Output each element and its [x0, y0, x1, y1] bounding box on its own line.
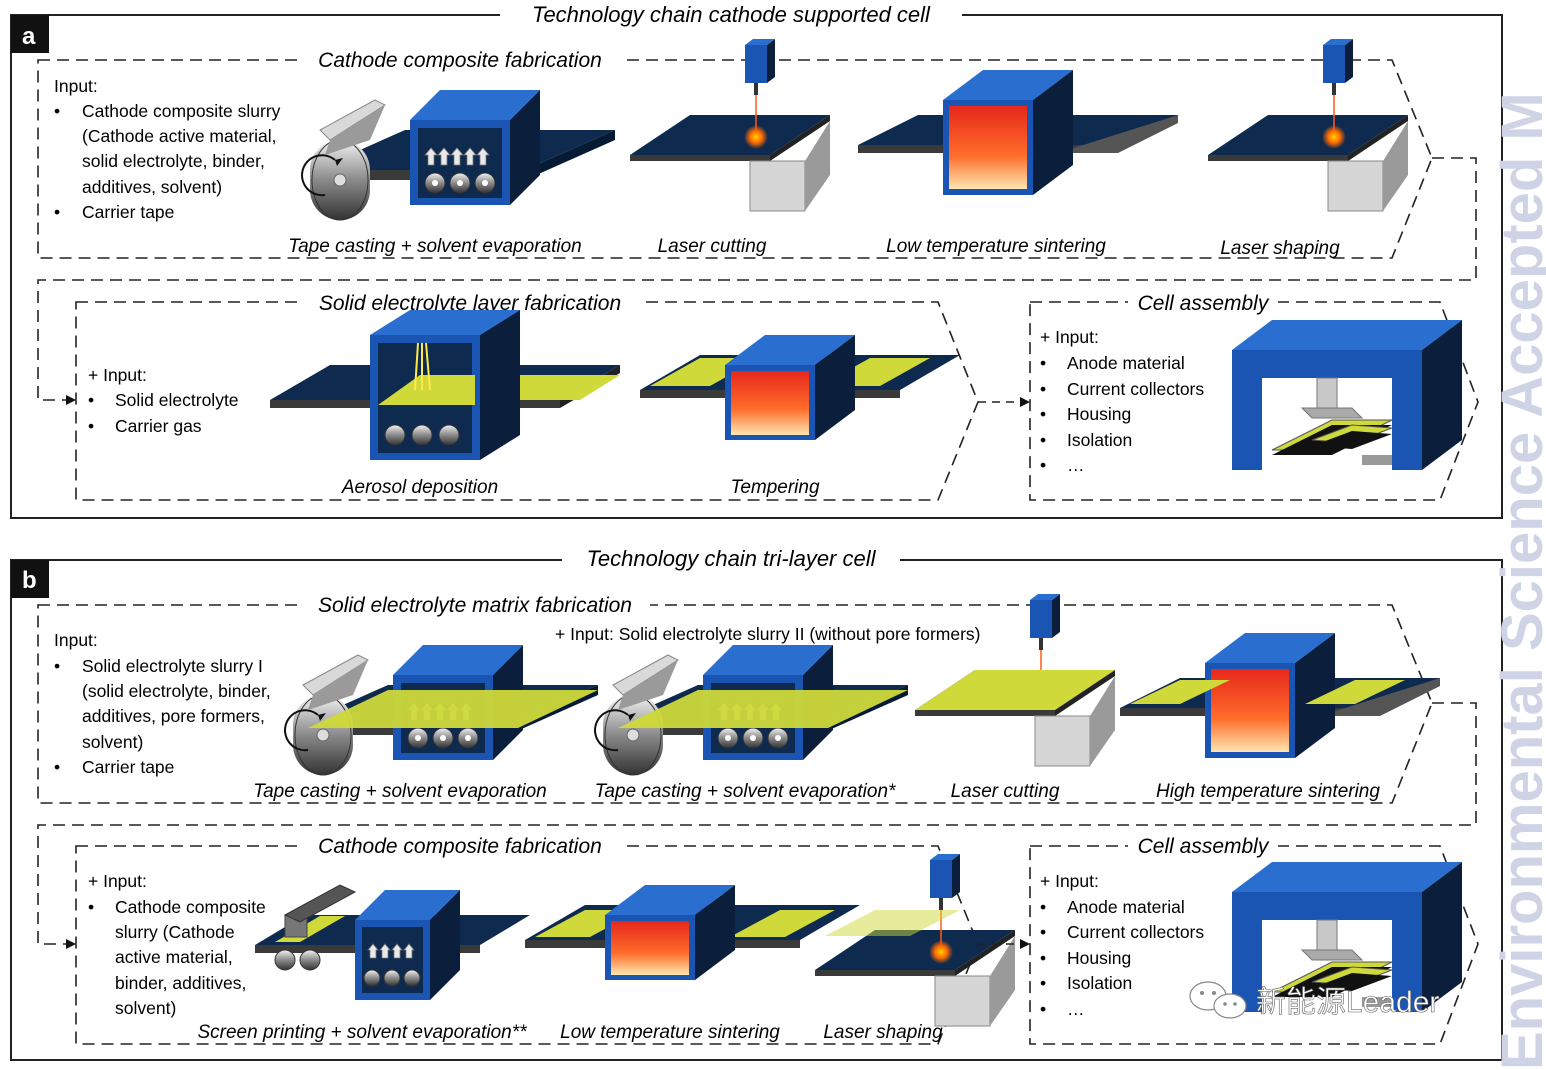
panel-a-assembly-input-header: + Input:	[1040, 327, 1099, 347]
panel-a-assembly-input: Current collectors	[1067, 379, 1204, 399]
panel-b-row1-step: Tape casting + solvent evaporation	[253, 781, 546, 802]
svg-text:•: •	[1040, 404, 1046, 424]
panel-b-row2-input: solvent)	[115, 998, 176, 1018]
panel-b-row2-step: Low temperature sintering	[560, 1022, 780, 1043]
svg-text:•: •	[1040, 379, 1046, 399]
panel-a-row1-input: solid electrolyte, binder,	[82, 151, 265, 171]
panel-a-row1-frame	[37, 59, 1433, 259]
panel-b-row2-input-header: + Input:	[88, 871, 147, 891]
panel-a: a Technology chain cathode supported cel…	[10, 2, 1503, 519]
panel-a-assembly-input: …	[1067, 455, 1085, 475]
svg-text:•: •	[1040, 353, 1046, 373]
panel-b-row1-input: Solid electrolyte slurry I	[82, 656, 263, 676]
svg-text:•: •	[1040, 973, 1046, 993]
panel-a-assembly-input: Anode material	[1067, 353, 1185, 373]
tape-casting-machine	[301, 89, 616, 221]
panel-a-row2-input: Carrier gas	[115, 416, 202, 436]
tape-casting-machine-1	[284, 644, 599, 776]
panel-b-row1-input: additives, pore formers,	[82, 706, 265, 726]
panel-b-row2-input: active material,	[115, 947, 233, 967]
panel-a-row1-step: Laser cutting	[658, 236, 767, 257]
wechat-icon	[1189, 981, 1247, 1019]
laser-shaper-b	[814, 853, 1016, 1027]
panel-b-row2-input: binder, additives,	[115, 973, 246, 993]
panel-a-row1-input: Cathode composite slurry	[82, 101, 281, 121]
cell-press	[1231, 319, 1463, 471]
panel-a-row2-step: Aerosol deposition	[341, 477, 498, 498]
svg-text:•: •	[1040, 455, 1046, 475]
tape-casting-machine-2	[594, 644, 909, 776]
panel-a-row2-step: Tempering	[730, 477, 820, 498]
panel-a-row1-step: Tape casting + solvent evaporation	[288, 236, 581, 257]
panel-b-row1-input-header: Input:	[54, 630, 98, 650]
wechat-label: 新能源Leader	[1256, 986, 1439, 1019]
high-temp-furnace	[1120, 633, 1440, 758]
panel-b-title: Technology chain tri-layer cell	[587, 546, 877, 571]
panel-b-assembly-input: Housing	[1067, 948, 1131, 968]
panel-a-row1-input: (Cathode active material,	[82, 126, 277, 146]
svg-text:•: •	[88, 416, 94, 436]
panel-a-row1-input: additives, solvent)	[82, 177, 222, 197]
panel-b-assembly-section: Cell assembly	[1138, 835, 1270, 858]
panel-b-row1-input: Carrier tape	[82, 757, 174, 777]
svg-text:•: •	[1040, 897, 1046, 917]
panel-b-letter: b	[22, 567, 37, 594]
panel-a-row2-section: Solid electrolyte layer fabrication	[319, 292, 621, 315]
wechat-overlay: 新能源Leader	[1189, 981, 1440, 1019]
panel-b-row1-input: solvent)	[82, 732, 143, 752]
svg-text:•: •	[1040, 999, 1046, 1019]
svg-text:•: •	[1040, 922, 1046, 942]
panel-b-row1-section: Solid electrolyte matrix fabrication	[318, 594, 632, 617]
panel-b-row2-step: Laser shaping	[823, 1022, 943, 1043]
panel-a-assembly-frame	[1029, 301, 1479, 501]
svg-text:•: •	[1040, 948, 1046, 968]
panel-a-assembly-input: Housing	[1067, 404, 1131, 424]
svg-text:•: •	[88, 390, 94, 410]
svg-text:•: •	[1040, 430, 1046, 450]
svg-text:•: •	[54, 656, 60, 676]
panel-b-row2-input: slurry (Cathode	[115, 922, 235, 942]
panel-b-assembly-input-header: + Input:	[1040, 871, 1099, 891]
aerosol-deposition-unit	[269, 309, 621, 461]
panel-a-row2-input: Solid electrolyte	[115, 390, 239, 410]
laser-cutter-b	[914, 593, 1116, 767]
panel-b-row1-input: (solid electrolyte, binder,	[82, 681, 271, 701]
panel-a-row1-section: Cathode composite fabrication	[318, 49, 602, 72]
sintering-furnace	[858, 70, 1178, 195]
screen-printer	[255, 884, 530, 1000]
panel-a-row1-step: Laser shaping	[1220, 238, 1340, 259]
panel-a-assembly-section: Cell assembly	[1138, 292, 1270, 315]
panel-a-row1-step: Low temperature sintering	[886, 236, 1106, 257]
panel-a-assembly-input: Isolation	[1067, 430, 1132, 450]
panel-b-assembly-input: Current collectors	[1067, 922, 1204, 942]
panel-b-row1-step: High temperature sintering	[1156, 781, 1380, 802]
panel-a-row1-input-header: Input:	[54, 76, 98, 96]
tempering-furnace	[640, 335, 960, 440]
panel-b-assembly-input: Isolation	[1067, 973, 1132, 993]
panel-b-assembly-input: …	[1067, 999, 1085, 1019]
svg-text:•: •	[54, 101, 60, 121]
svg-text:•: •	[54, 202, 60, 222]
panel-b-assembly-input: Anode material	[1067, 897, 1185, 917]
svg-text:•: •	[54, 757, 60, 777]
panel-b-row2-input: Cathode composite	[115, 897, 266, 917]
panel-b-row1-step: Laser cutting	[951, 781, 1060, 802]
panel-b-row1-extra-input: + Input: Solid electrolyte slurry II (wi…	[555, 624, 981, 644]
panel-b-assembly-frame	[1029, 845, 1479, 1045]
panel-a-row1-input: Carrier tape	[82, 202, 174, 222]
laser-shaper	[1207, 38, 1409, 212]
panel-a-title: Technology chain cathode supported cell	[532, 2, 931, 27]
panel-a-row2-input-header: + Input:	[88, 365, 147, 385]
watermark: Environmental Science Accepted M	[1490, 92, 1546, 1070]
panel-b-row1-frame	[37, 604, 1433, 804]
laser-cutter	[629, 38, 831, 212]
low-temp-furnace-b	[525, 885, 860, 980]
panel-b-row1-step: Tape casting + solvent evaporation*	[595, 781, 896, 802]
svg-text:•: •	[88, 897, 94, 917]
panel-a-letter: a	[22, 23, 36, 50]
panel-b-row2-step: Screen printing + solvent evaporation**	[197, 1022, 527, 1043]
panel-b-row2-section: Cathode composite fabrication	[318, 835, 602, 858]
panel-b: b Technology chain tri-layer cell Solid …	[10, 546, 1503, 1061]
